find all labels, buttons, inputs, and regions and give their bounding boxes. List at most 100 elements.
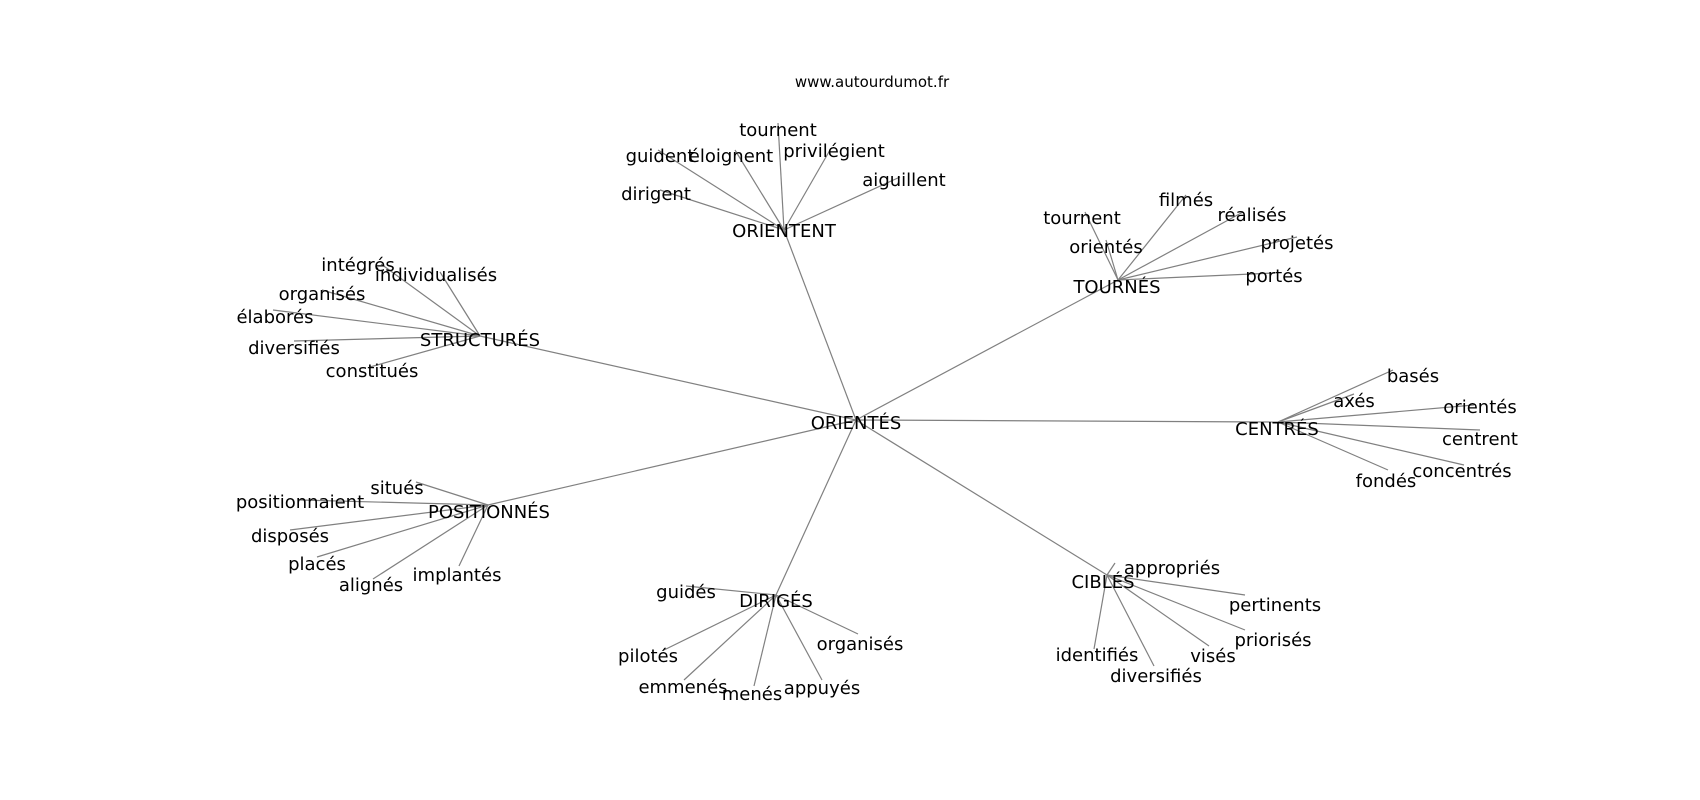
leaf-word-label: individualisés xyxy=(375,265,497,286)
edge-hub-to-leaf xyxy=(458,504,489,567)
hub-word-label: ORIENTENT xyxy=(732,221,837,242)
leaf-word-label: emmenés xyxy=(638,677,727,698)
leaf-word-label: réalisés xyxy=(1218,205,1287,226)
leaf-word-label: pertinents xyxy=(1229,595,1321,616)
edge-hub-to-leaf xyxy=(1105,239,1119,281)
hub-word-label: CENTRÉS xyxy=(1235,418,1319,440)
watermark-text: www.autourdumot.fr xyxy=(795,73,950,91)
leaf-word-label: priorisés xyxy=(1234,630,1311,651)
leaf-word-label: orientés xyxy=(1443,397,1516,418)
leaf-word-label: intégrés xyxy=(321,255,394,276)
edge-hub-to-leaf xyxy=(659,189,785,231)
hub-word-label: DIRIGÉS xyxy=(739,590,813,612)
edge-hub-to-leaf xyxy=(1277,369,1394,423)
hub-word-label: POSITIONNÉS xyxy=(428,501,550,523)
leaf-word-label: dirigent xyxy=(621,184,691,205)
edge-hub-to-leaf xyxy=(1106,562,1116,576)
leaf-word-label: axés xyxy=(1333,391,1375,412)
leaf-word-label: organisés xyxy=(817,634,904,655)
leaf-word-label: appropriés xyxy=(1124,558,1220,579)
leaf-word-label: organisés xyxy=(279,284,366,305)
leaf-word-label: guidés xyxy=(656,582,716,603)
edge-hub-to-leaf xyxy=(369,335,481,368)
edge-hub-to-leaf xyxy=(657,149,785,231)
edge-hub-to-leaf xyxy=(775,594,823,681)
edge-hub-to-leaf xyxy=(1277,393,1355,423)
edge-hub-to-leaf xyxy=(321,289,481,337)
leaf-word-label: concentrés xyxy=(1412,461,1511,482)
edge-hub-to-leaf xyxy=(1117,194,1187,281)
edge-hub-to-leaf xyxy=(1277,421,1465,466)
leaf-word-label: projetés xyxy=(1260,233,1333,254)
leaf-word-label: pilotés xyxy=(618,646,678,667)
graph-edges xyxy=(272,122,1481,687)
edge-hub-to-leaf xyxy=(734,149,785,231)
edge-hub-to-leaf xyxy=(1106,574,1210,647)
leaf-word-label: basés xyxy=(1387,366,1439,387)
edge-hub-to-leaf xyxy=(1084,211,1119,281)
edge-hub-to-leaf xyxy=(777,122,785,231)
edge-hub-to-leaf xyxy=(775,594,859,635)
leaf-word-label: aiguillent xyxy=(862,170,945,191)
edge-center-to-hub xyxy=(855,419,1279,423)
edge-hub-to-leaf xyxy=(1117,211,1244,281)
hub-word-label: CIBLÉS xyxy=(1071,571,1134,593)
edge-hub-to-leaf xyxy=(685,585,777,596)
edge-center-to-hub xyxy=(487,419,857,506)
leaf-word-label: placés xyxy=(288,554,346,575)
edge-hub-to-leaf xyxy=(415,481,489,506)
leaf-word-label: éloignent xyxy=(689,146,773,167)
leaf-word-label: disposés xyxy=(251,526,329,547)
leaf-word-label: guident xyxy=(626,146,695,167)
leaf-word-label: centrent xyxy=(1442,429,1518,450)
leaf-word-label: fondés xyxy=(1356,471,1417,492)
edge-hub-to-leaf xyxy=(683,594,777,681)
leaf-word-label: identifiés xyxy=(1056,645,1139,666)
hub-word-label: TOURNÉS xyxy=(1072,276,1160,298)
edge-hub-to-leaf xyxy=(1117,272,1275,281)
edge-hub-to-leaf xyxy=(1277,421,1481,431)
hub-word-label: STRUCTURÉS xyxy=(420,329,540,351)
leaf-word-label: appuyés xyxy=(784,678,860,699)
edge-hub-to-leaf xyxy=(372,504,489,580)
center-word-label: ORIENTÉS xyxy=(811,412,902,434)
edge-hub-to-leaf xyxy=(783,176,901,231)
leaf-word-label: implantés xyxy=(413,565,502,586)
leaf-word-label: diversifiés xyxy=(1110,666,1202,687)
edge-hub-to-leaf xyxy=(289,504,489,531)
edge-hub-to-leaf xyxy=(1093,574,1108,650)
edge-hub-to-leaf xyxy=(272,309,481,337)
edge-hub-to-leaf xyxy=(299,499,489,506)
leaf-word-label: orientés xyxy=(1069,237,1142,258)
edge-hub-to-leaf xyxy=(293,335,481,342)
edge-center-to-hub xyxy=(783,229,857,421)
edge-hub-to-leaf xyxy=(1277,421,1389,471)
leaf-word-label: situés xyxy=(370,478,423,499)
edge-center-to-hub xyxy=(855,419,1108,576)
leaf-word-label: alignés xyxy=(339,575,403,596)
edge-hub-to-leaf xyxy=(753,594,777,687)
leaf-word-label: privilégient xyxy=(783,141,885,162)
edge-hub-to-leaf xyxy=(1117,236,1298,281)
edge-hub-to-leaf xyxy=(316,504,489,558)
leaf-word-label: tournent xyxy=(1043,208,1121,229)
edge-center-to-hub xyxy=(479,335,857,421)
leaf-word-label: positionnaient xyxy=(236,492,364,513)
leaf-word-label: menés xyxy=(722,684,782,705)
edge-hub-to-leaf xyxy=(1106,574,1246,631)
leaf-word-label: visés xyxy=(1190,646,1235,667)
leaf-word-label: constitués xyxy=(326,361,419,382)
edge-hub-to-leaf xyxy=(1106,574,1155,667)
edge-hub-to-leaf xyxy=(783,149,831,231)
leaf-word-label: tournent xyxy=(739,120,817,141)
edge-hub-to-leaf xyxy=(1106,574,1246,596)
leaf-word-label: filmés xyxy=(1159,190,1213,211)
edge-hub-to-leaf xyxy=(439,271,481,337)
edge-center-to-hub xyxy=(855,279,1119,421)
leaf-word-label: diversifiés xyxy=(248,338,340,359)
edge-hub-to-leaf xyxy=(663,594,777,651)
leaf-word-label: portés xyxy=(1245,266,1302,287)
leaf-word-label: élaborés xyxy=(236,307,313,328)
